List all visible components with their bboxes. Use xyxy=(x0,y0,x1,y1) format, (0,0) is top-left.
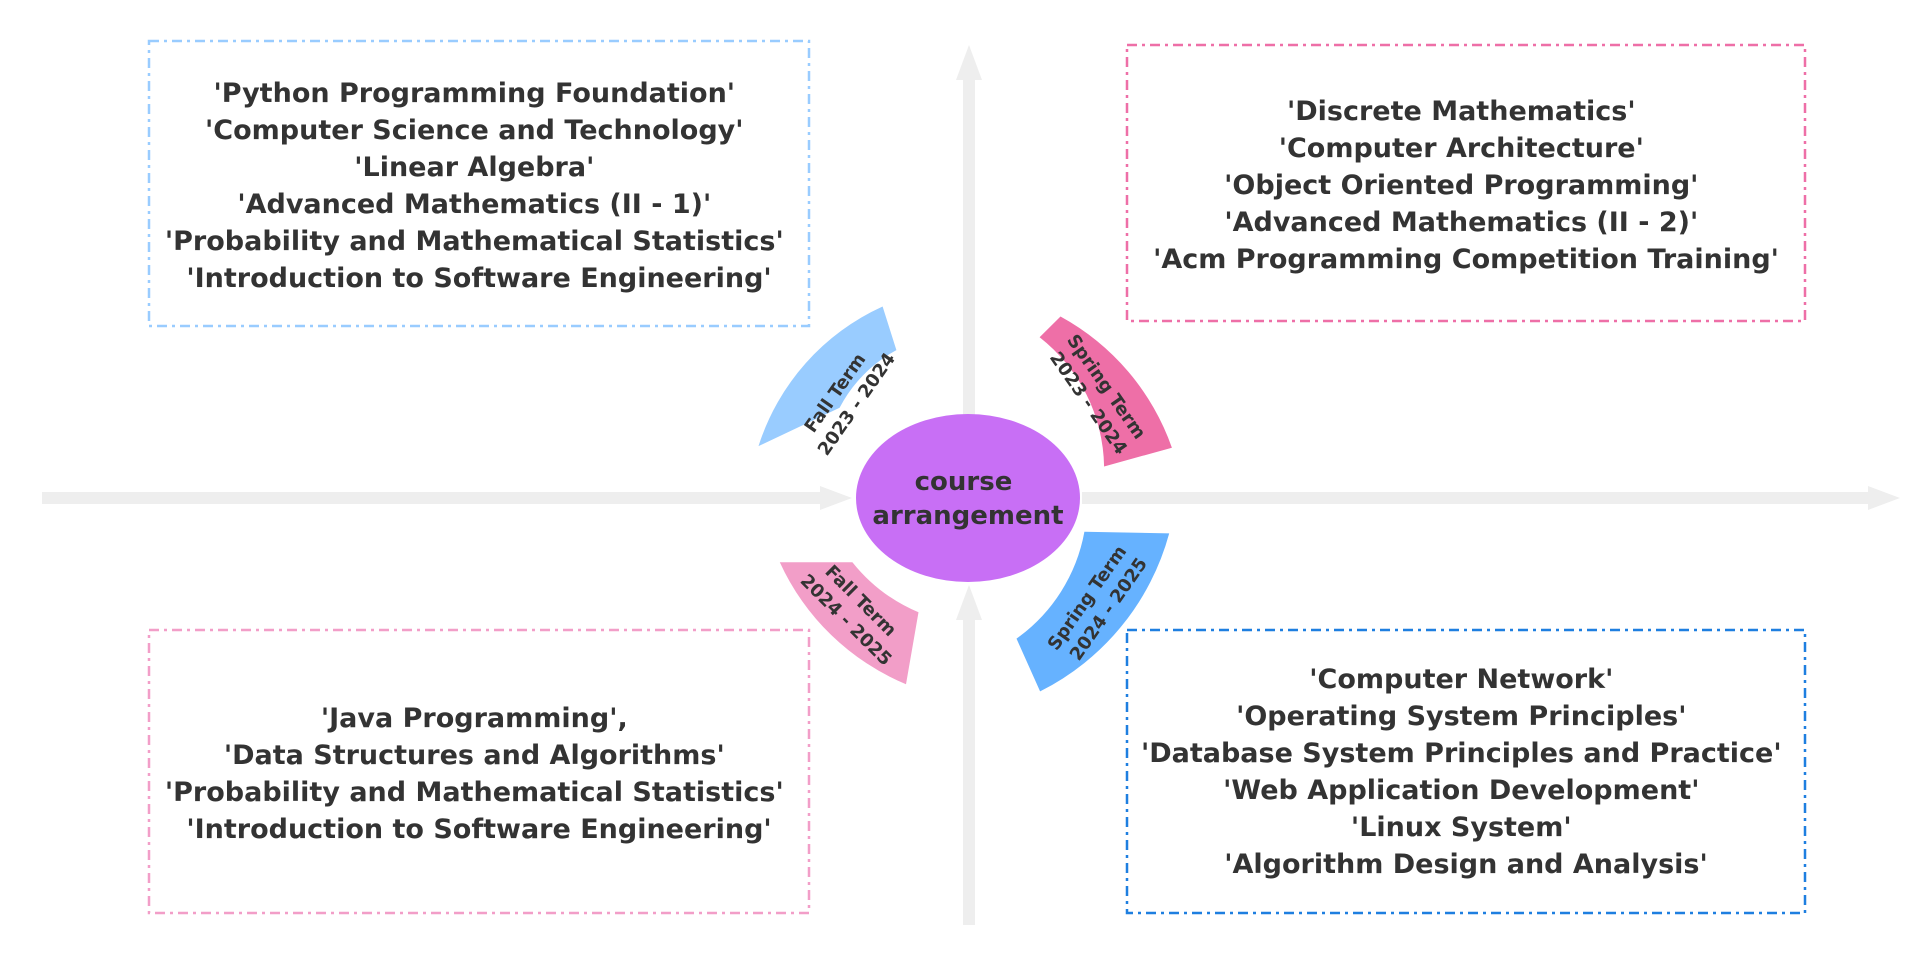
course-item: 'Algorithm Design and Analysis' xyxy=(1224,849,1708,880)
horizontal-axis-left xyxy=(42,486,852,510)
course-item: 'Operating System Principles' xyxy=(1236,701,1686,732)
box-spring-2023-2024 xyxy=(1125,43,1807,323)
box-spring-2024-2025 xyxy=(1125,628,1807,915)
course-item: 'Python Programming Foundation' xyxy=(214,78,736,109)
axes xyxy=(42,45,1900,925)
tab-fall-2023-2024 xyxy=(758,306,897,447)
tab-fall-2024-2025 xyxy=(779,562,919,685)
course-item: 'Introduction to Software Engineering' xyxy=(186,814,771,845)
course-item: 'Data Structures and Algorithms' xyxy=(224,740,725,771)
course-item: 'Object Oriented Programming' xyxy=(1224,170,1698,201)
course-item: 'Linear Algebra' xyxy=(354,152,594,183)
box-spring-2023-2024-text: 'Discrete Mathematics' 'Computer Archite… xyxy=(1153,96,1779,275)
tab-spring-2024-2025 xyxy=(1016,531,1170,692)
course-item: 'Computer Architecture' xyxy=(1279,133,1644,164)
horizontal-axis-right xyxy=(1082,486,1900,510)
course-item: 'Acm Programming Competition Training' xyxy=(1153,244,1779,275)
center-ellipse xyxy=(856,414,1080,582)
vertical-axis-top xyxy=(956,45,982,415)
box-spring-2024-2025-text: 'Computer Network' 'Operating System Pri… xyxy=(1141,664,1791,880)
box-fall-2023-2024-text: 'Python Programming Foundation' 'Compute… xyxy=(165,78,793,294)
center-label-line2: arrangement xyxy=(872,501,1063,531)
course-item: 'Computer Science and Technology' xyxy=(205,115,744,146)
box-fall-2024-2025-text: 'Java Programming', 'Data Structures and… xyxy=(165,703,793,845)
course-item: 'Linux System' xyxy=(1351,812,1572,843)
course-item: 'Advanced Mathematics (II - 1)' xyxy=(237,189,711,220)
course-item: 'Introduction to Software Engineering' xyxy=(186,263,771,294)
vertical-axis-bottom xyxy=(956,585,982,925)
box-fall-2023-2024 xyxy=(147,39,811,328)
tab-spring-2023-2024 xyxy=(1039,316,1172,467)
box-fall-2024-2025 xyxy=(147,628,811,915)
course-item: 'Computer Network' xyxy=(1309,664,1613,695)
course-item: 'Probability and Mathematical Statistics… xyxy=(165,226,784,257)
course-item: 'Probability and Mathematical Statistics… xyxy=(165,777,784,808)
course-item: 'Advanced Mathematics (II - 2)' xyxy=(1224,207,1698,238)
course-item: 'Java Programming', xyxy=(321,703,628,734)
course-item: 'Discrete Mathematics' xyxy=(1287,96,1636,127)
course-item: 'Database System Principles and Practice… xyxy=(1141,738,1782,769)
center-node: course arrangement xyxy=(856,414,1080,582)
course-item: 'Web Application Development' xyxy=(1223,775,1699,806)
course-boxes: 'Python Programming Foundation' 'Compute… xyxy=(147,39,1807,915)
center-label-line1: course xyxy=(915,467,1013,497)
center-label: course arrangement xyxy=(872,467,1063,531)
